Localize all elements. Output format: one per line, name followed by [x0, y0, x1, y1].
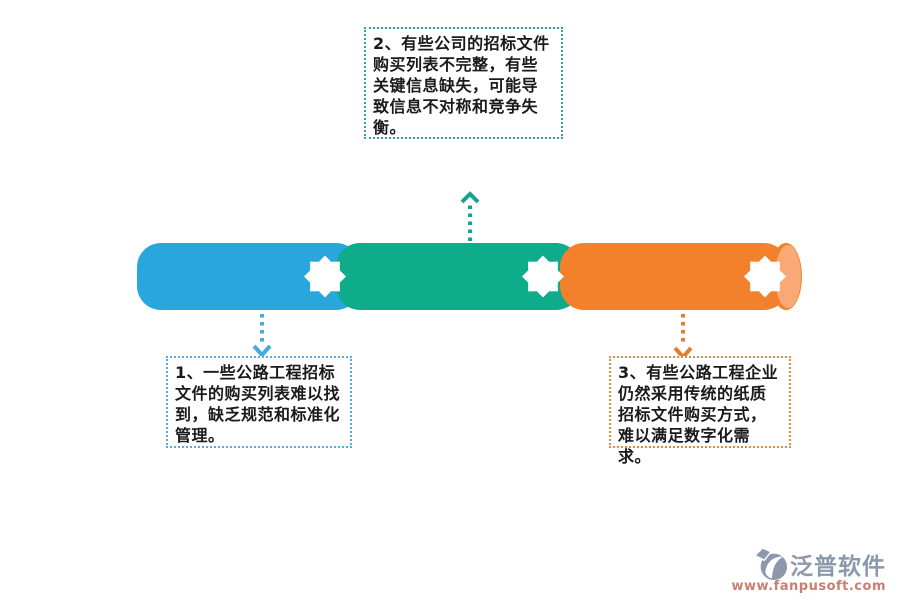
callout-box-1: 1、一些公路工程招标文件的购买列表难以找到，缺乏规范和标准化管理。 — [166, 356, 352, 448]
watermark-url: www.fanpusoft.com — [731, 579, 886, 594]
arrow-head-down-icon — [252, 344, 272, 359]
callout-box-2: 2、有些公司的招标文件购买列表不完整，有些关键信息缺失，可能导致信息不对称和竞争… — [364, 27, 563, 139]
pipe-segment-orange — [560, 243, 788, 310]
pipe-end-rim — [770, 243, 802, 310]
pipe-segment-blue — [137, 243, 360, 310]
callout-text-1: 1、一些公路工程招标文件的购买列表难以找到，缺乏规范和标准化管理。 — [175, 363, 341, 445]
fanpu-logo-icon — [754, 547, 788, 581]
callout-text-3: 3、有些公路工程企业仍然采用传统的纸质招标文件购买方式，难以满足数字化需求。 — [618, 363, 779, 466]
star-icon — [304, 255, 346, 298]
star-icon — [522, 255, 564, 298]
pipe-segment-green — [336, 243, 580, 310]
watermark: 泛普软件 www.fanpusoft.com — [731, 547, 886, 594]
arrow-head-up-icon — [460, 191, 480, 204]
pipe-end-cap — [775, 245, 801, 308]
callout-box-3: 3、有些公路工程企业仍然采用传统的纸质招标文件购买方式，难以满足数字化需求。 — [609, 356, 791, 466]
watermark-brand: 泛普软件 — [790, 554, 886, 580]
star-icon — [744, 255, 786, 298]
callout-text-2: 2、有些公司的招标文件购买列表不完整，有些关键信息缺失，可能导致信息不对称和竞争… — [373, 34, 550, 137]
